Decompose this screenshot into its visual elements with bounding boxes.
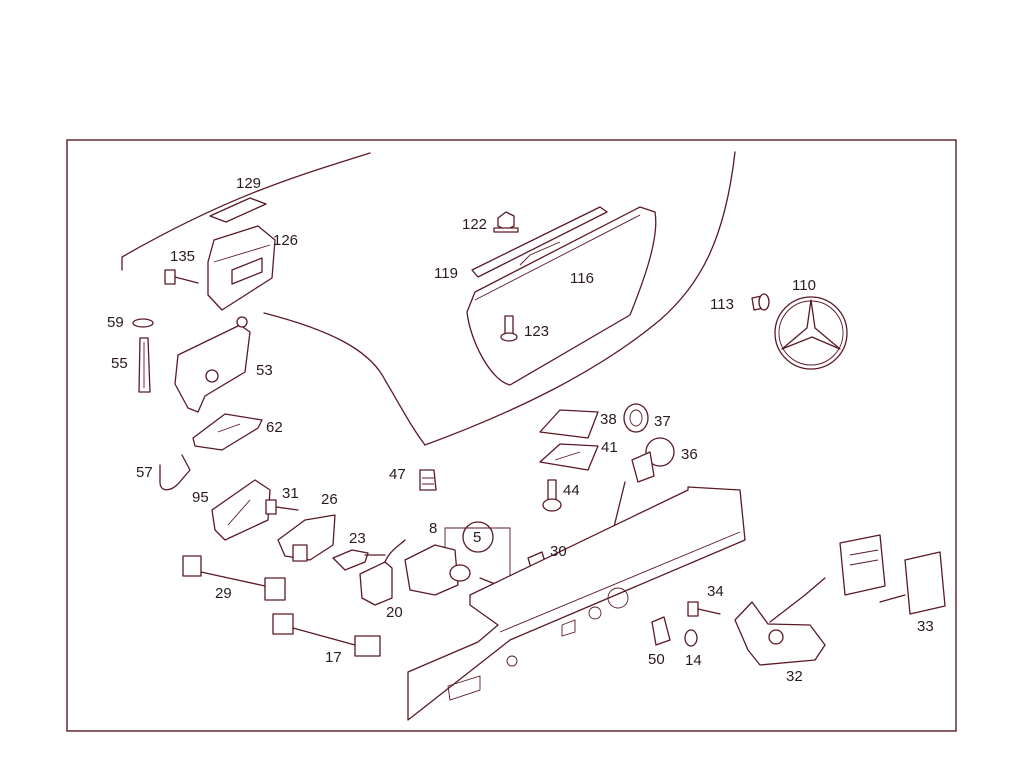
motor-unit-left — [839, 534, 886, 596]
part-label-123: 123 — [524, 323, 549, 340]
lock-housing — [207, 225, 276, 311]
emblem-star — [774, 296, 848, 370]
cable-17 — [272, 613, 381, 657]
part-label-5: 5 — [473, 529, 481, 546]
part-label-23: 23 — [349, 530, 366, 547]
part-label-116: 116 — [570, 270, 594, 287]
part-label-55: 55 — [111, 355, 128, 372]
part-label-32: 32 — [786, 668, 803, 685]
clip-50 — [651, 616, 671, 646]
screw-135 — [164, 269, 199, 285]
part-label-44: 44 — [563, 482, 580, 499]
bracket-41 — [539, 443, 599, 471]
rear-panel — [407, 486, 746, 721]
screw-123 — [500, 315, 518, 342]
trunk-lid-outline — [121, 151, 736, 446]
part-label-20: 20 — [386, 604, 403, 621]
screw-34 — [687, 601, 721, 617]
part-label-26: 26 — [321, 491, 338, 508]
part-label-30: 30 — [550, 543, 567, 560]
cable-29 — [182, 555, 286, 601]
cap-part — [751, 293, 770, 311]
part-label-126: 126 — [273, 232, 298, 249]
part-label-34: 34 — [707, 583, 724, 600]
switch-20 — [359, 539, 406, 606]
callout-bracket-5 — [444, 527, 511, 578]
part-label-14: 14 — [685, 652, 702, 669]
part-label-135: 135 — [170, 248, 195, 265]
bracket-38 — [539, 409, 599, 439]
callout-circle-5 — [462, 521, 494, 553]
part-label-57: 57 — [136, 464, 153, 481]
part-label-8: 8 — [429, 520, 437, 537]
screw-31 — [265, 499, 299, 515]
lock-53 — [174, 316, 251, 413]
part-label-31: 31 — [282, 485, 299, 502]
part-label-113: 113 — [710, 296, 734, 313]
part-label-38: 38 — [600, 411, 617, 428]
actuator-32 — [734, 577, 826, 666]
handle-strip — [466, 206, 657, 386]
part-label-37: 37 — [654, 413, 671, 430]
part-label-110: 110 — [792, 277, 816, 294]
seal-ring — [209, 197, 267, 223]
part-label-17: 17 — [325, 649, 342, 666]
part-label-95: 95 — [192, 489, 209, 506]
part-label-59: 59 — [107, 314, 124, 331]
part-label-62: 62 — [266, 419, 283, 436]
motor-unit-right — [879, 551, 946, 615]
pin-55 — [138, 337, 151, 393]
grommet-37 — [623, 403, 649, 433]
part-label-122: 122 — [462, 216, 487, 233]
part-label-29: 29 — [215, 585, 232, 602]
part-label-47: 47 — [389, 466, 406, 483]
part-label-129: 129 — [236, 175, 261, 192]
diagram-frame — [66, 139, 957, 732]
part-label-50: 50 — [648, 651, 665, 668]
part-label-33: 33 — [917, 618, 934, 635]
clip-23 — [332, 549, 386, 571]
switch-26 — [277, 514, 336, 562]
hook-57 — [159, 454, 191, 491]
bracket-95 — [211, 479, 271, 541]
screw-44 — [542, 479, 562, 512]
washer-14 — [684, 629, 698, 647]
grommet-36 — [631, 437, 675, 483]
part-label-41: 41 — [601, 439, 618, 456]
part-label-53: 53 — [256, 362, 273, 379]
plate-62 — [192, 413, 263, 451]
part-label-119: 119 — [434, 265, 458, 282]
knob-47 — [419, 469, 437, 491]
part-label-36: 36 — [681, 446, 698, 463]
washer-59 — [132, 318, 154, 328]
